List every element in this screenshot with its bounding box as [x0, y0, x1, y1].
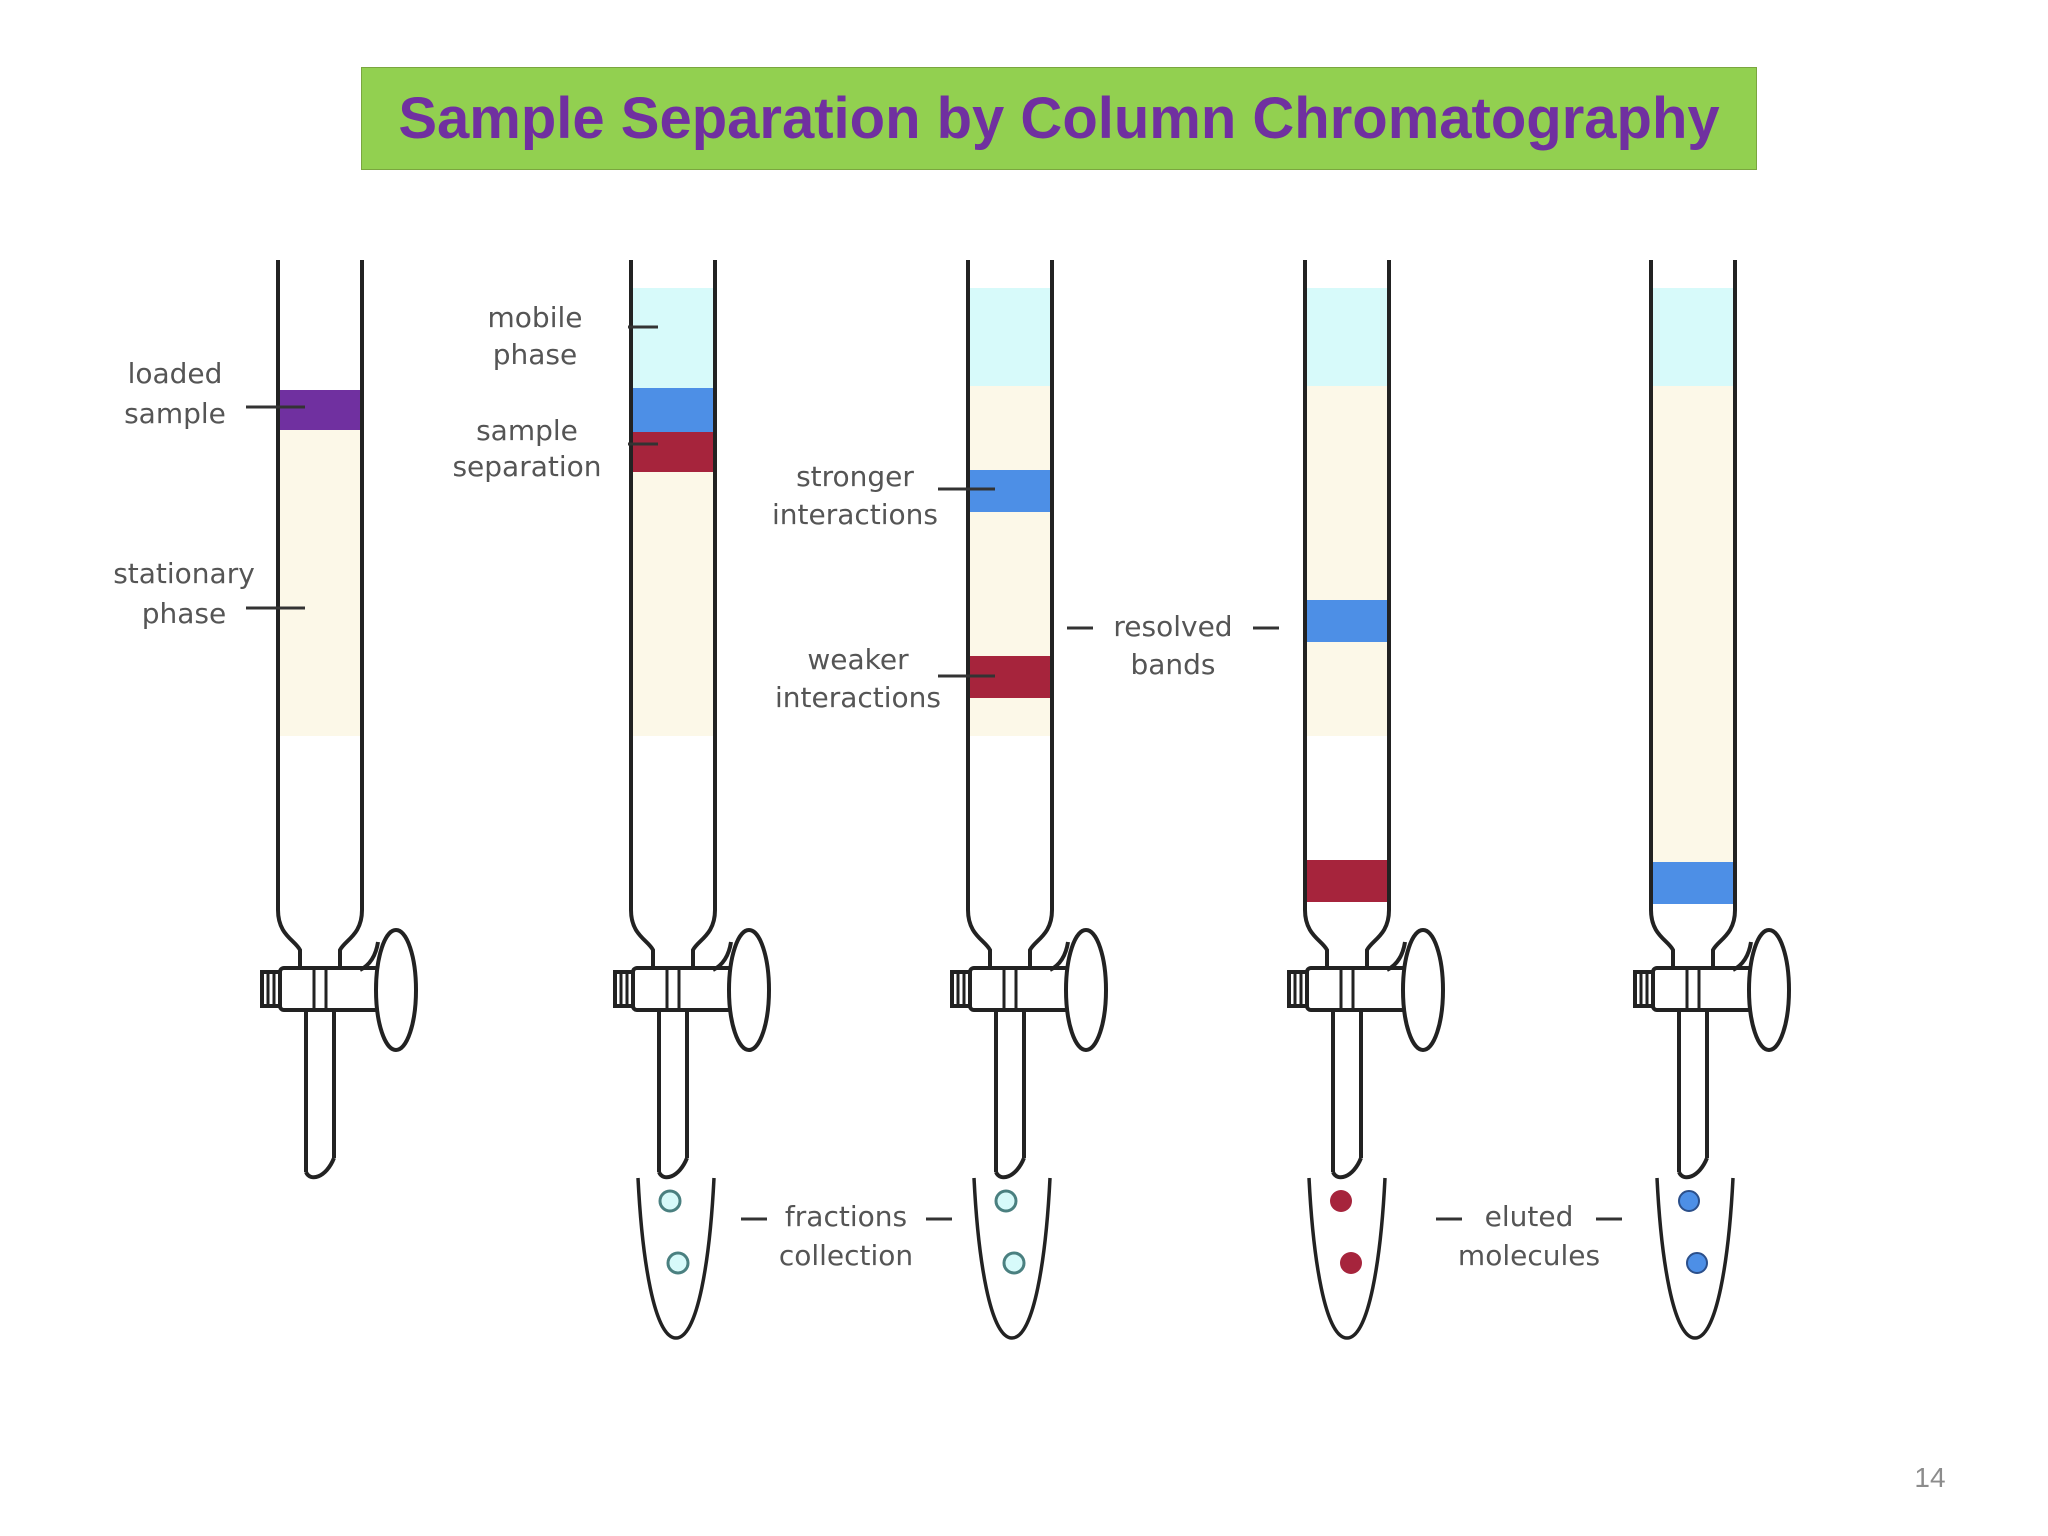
stationary-phase-fill: [280, 430, 360, 736]
droplet-icon: [1340, 1252, 1362, 1274]
page-title: Sample Separation by Column Chromatograp…: [398, 86, 1720, 151]
column-1: [276, 260, 364, 910]
label-weaker-interactions-2: interactions: [775, 681, 941, 714]
page-number: 14: [1914, 1462, 1946, 1493]
vial-2: [636, 1176, 716, 1340]
label-loaded-sample-1: loaded: [128, 357, 223, 390]
label-mobile-phase-2: phase: [493, 338, 578, 371]
label-sample-separation-2: separation: [452, 450, 601, 483]
label-eluted-molecules-2: molecules: [1458, 1239, 1600, 1272]
column-5: [1649, 260, 1737, 910]
label-fractions-collection-2: collection: [779, 1239, 913, 1272]
label-resolved-bands-2: bands: [1130, 648, 1215, 681]
label-mobile-phase-1: mobile: [488, 301, 583, 334]
label-resolved-bands-1: resolved: [1113, 610, 1232, 643]
droplet-icon: [1686, 1252, 1708, 1274]
column-3-stopcock: [950, 908, 1108, 1180]
vial-3: [972, 1176, 1052, 1340]
vial-4: [1307, 1176, 1387, 1340]
label-weaker-interactions-1: weaker: [807, 643, 909, 676]
droplet-icon: [1678, 1190, 1700, 1212]
label-loaded-sample-2: sample: [124, 397, 226, 430]
column-2-stopcock: [613, 908, 771, 1180]
label-stationary-phase-1: stationary: [113, 557, 255, 590]
droplet-icon: [1002, 1251, 1026, 1275]
column-4-stopcock: [1287, 908, 1445, 1180]
stationary-phase-fill: [1307, 386, 1387, 736]
column-4: [1303, 260, 1391, 910]
mobile-phase-fill: [1307, 288, 1387, 386]
mobile-phase-fill: [970, 288, 1050, 386]
stationary-phase-fill: [633, 472, 713, 736]
droplet-icon: [1330, 1190, 1352, 1212]
red-band: [1307, 860, 1387, 902]
mobile-phase-fill: [633, 288, 713, 388]
blue-band: [1307, 600, 1387, 642]
column-3: [966, 260, 1054, 910]
red-band: [633, 432, 713, 472]
column-1-stopcock: [260, 908, 418, 1180]
droplet-icon: [666, 1251, 690, 1275]
label-stationary-phase-2: phase: [142, 597, 227, 630]
label-sample-separation-1: sample: [476, 414, 578, 447]
label-stronger-interactions-2: interactions: [772, 498, 938, 531]
vial-5: [1655, 1176, 1735, 1340]
column-2: [629, 260, 717, 910]
leader-lines: [246, 325, 1622, 1221]
droplet-icon: [994, 1189, 1018, 1213]
mobile-phase-fill: [1653, 288, 1733, 386]
label-fractions-collection-1: fractions: [785, 1200, 907, 1233]
blue-band: [1653, 862, 1733, 904]
label-stronger-interactions-1: stronger: [796, 460, 914, 493]
title-banner: Sample Separation by Column Chromatograp…: [361, 67, 1757, 170]
stationary-phase-fill: [1653, 386, 1733, 862]
droplet-icon: [658, 1189, 682, 1213]
blue-band: [970, 470, 1050, 512]
column-5-stopcock: [1633, 908, 1791, 1180]
label-eluted-molecules-1: eluted: [1485, 1200, 1574, 1233]
blue-band: [633, 388, 713, 432]
loaded-sample-band: [280, 390, 360, 430]
